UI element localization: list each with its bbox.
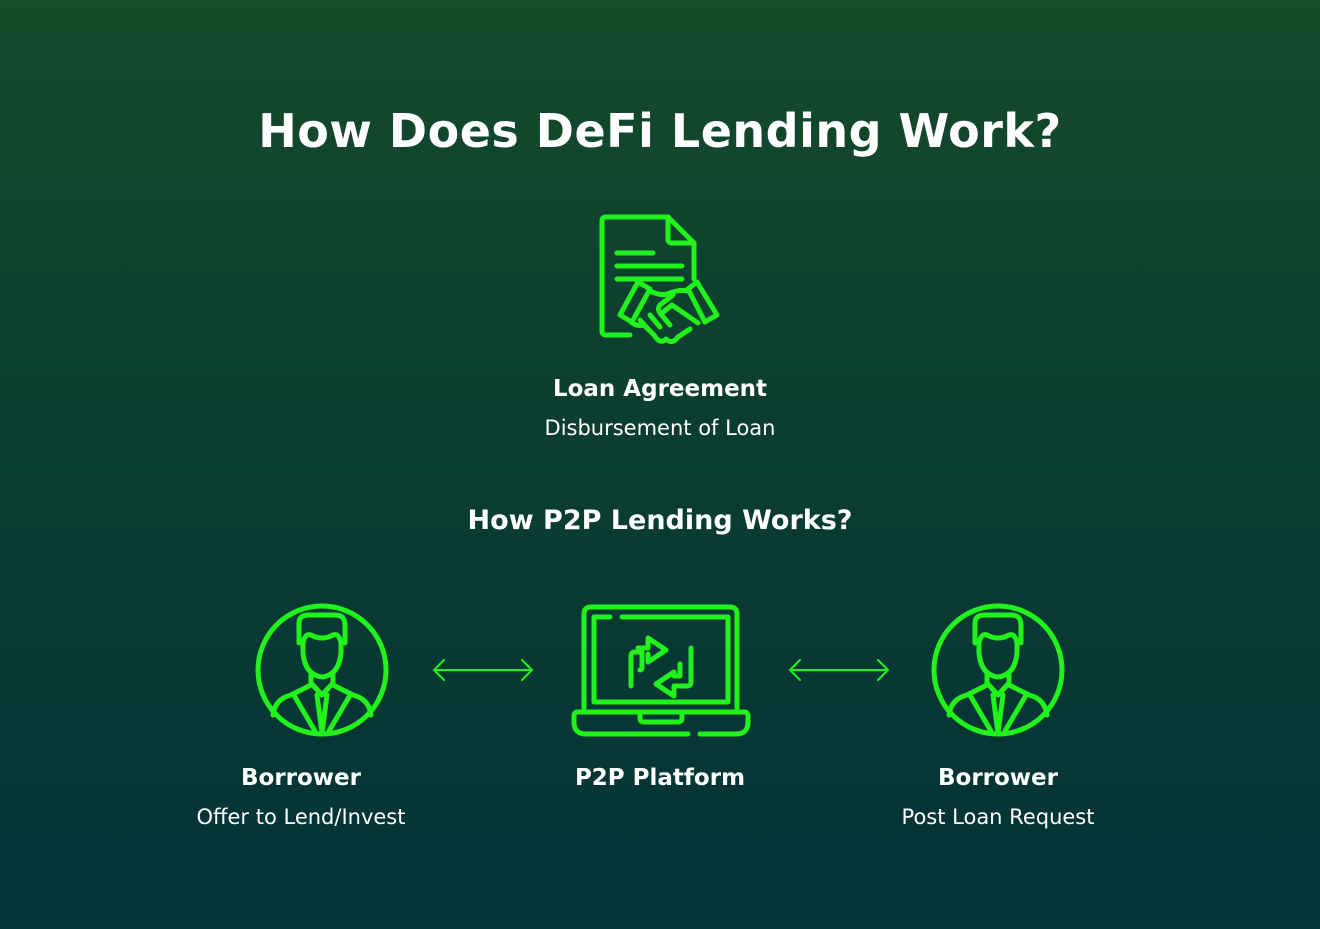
borrower-left-sub: Offer to Lend/Invest (196, 805, 406, 829)
bidirectional-arrow-icon (788, 659, 890, 681)
person-icon (931, 603, 1065, 737)
borrower-right-sub: Post Loan Request (901, 805, 1095, 829)
platform-label: P2P Platform (574, 765, 746, 791)
borrower-left-label: Borrower (240, 765, 362, 791)
section-title: How P2P Lending Works? (467, 505, 853, 536)
bidirectional-arrow-icon (432, 659, 534, 681)
contract-handshake-icon (599, 214, 720, 345)
laptop-exchange-icon (571, 604, 751, 737)
person-icon (255, 603, 389, 737)
page-title: How Does DeFi Lending Work? (258, 104, 1062, 158)
loan-agreement-label: Loan Agreement (552, 376, 768, 402)
borrower-right-label: Borrower (937, 765, 1059, 791)
loan-agreement-sub: Disbursement of Loan (544, 416, 776, 440)
